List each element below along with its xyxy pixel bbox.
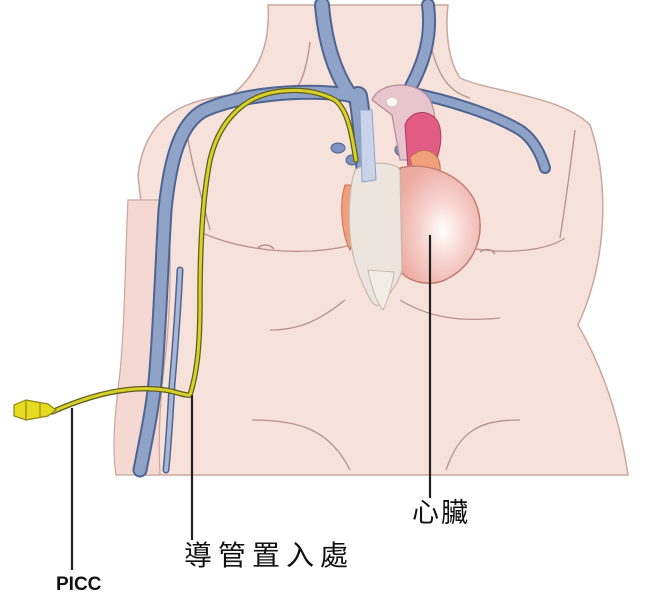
heart-label: 心臟	[412, 500, 470, 527]
catheter-connector	[14, 400, 56, 420]
insertion-site-label: 導管置入處	[184, 542, 354, 570]
picc-label: PICC	[56, 575, 101, 594]
